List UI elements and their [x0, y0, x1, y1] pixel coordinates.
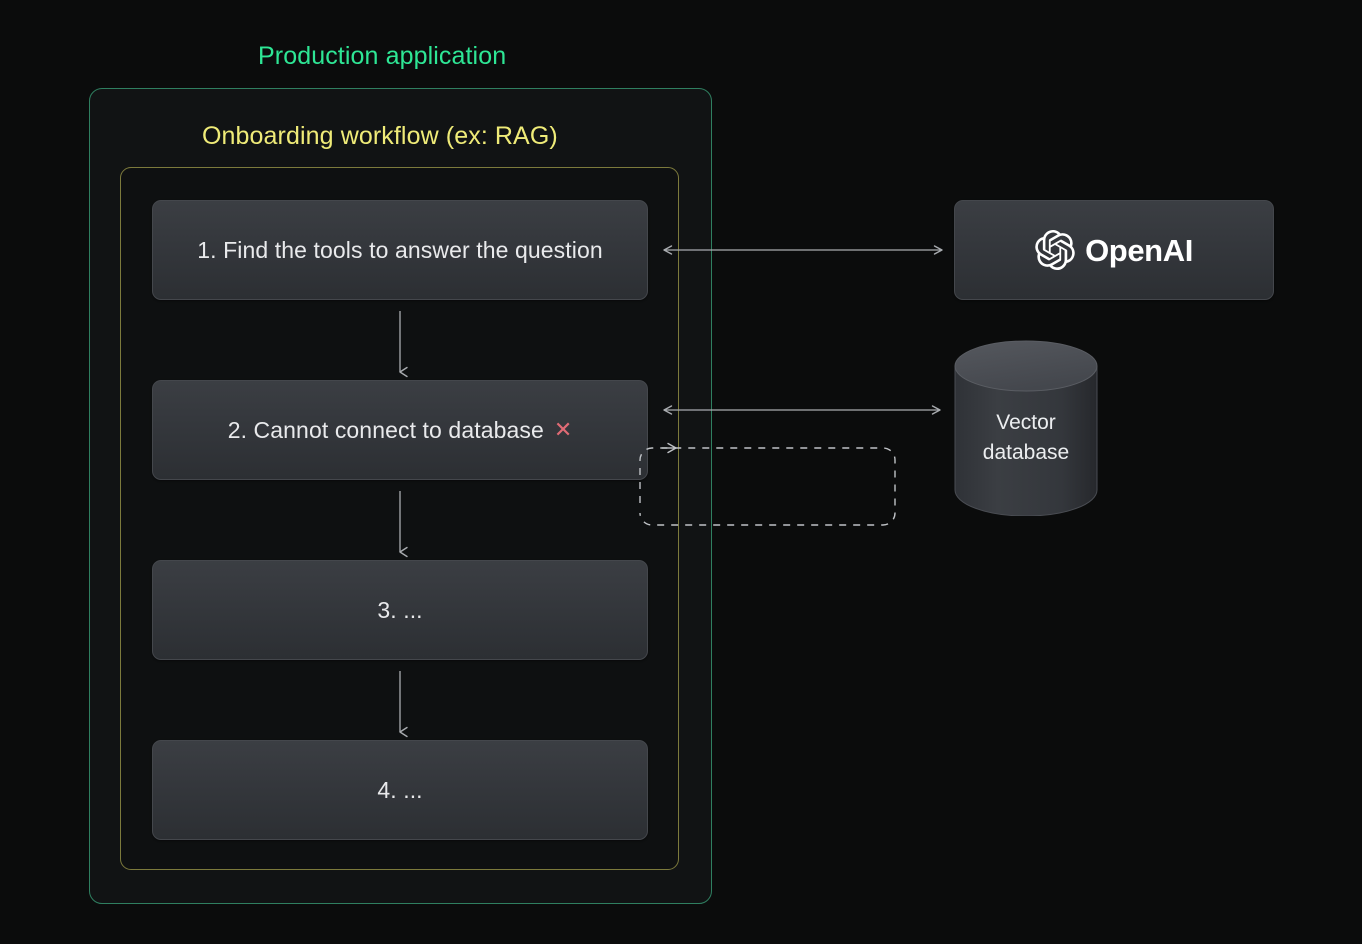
- workflow-step-2-label: 2. Cannot connect to database: [227, 416, 544, 443]
- onboarding-workflow-title: Onboarding workflow (ex: RAG): [202, 122, 558, 150]
- openai-blossom-icon: [1035, 230, 1075, 270]
- workflow-step-4[interactable]: 4. ...: [152, 740, 648, 840]
- workflow-step-3[interactable]: 3. ...: [152, 560, 648, 660]
- workflow-step-4-label: 4. ...: [377, 776, 423, 803]
- workflow-step-1[interactable]: 1. Find the tools to answer the question: [152, 200, 648, 300]
- production-application-title: Production application: [258, 42, 507, 70]
- error-x-icon: ✕: [553, 417, 573, 442]
- vector-database-node[interactable]: [954, 340, 1098, 517]
- workflow-step-1-label: 1. Find the tools to answer the question: [197, 236, 603, 263]
- openai-service-node[interactable]: OpenAI: [954, 200, 1274, 300]
- workflow-step-2[interactable]: 2. Cannot connect to database ✕: [152, 380, 648, 480]
- openai-wordmark: OpenAI: [1085, 232, 1193, 268]
- workflow-step-3-label: 3. ...: [377, 596, 423, 623]
